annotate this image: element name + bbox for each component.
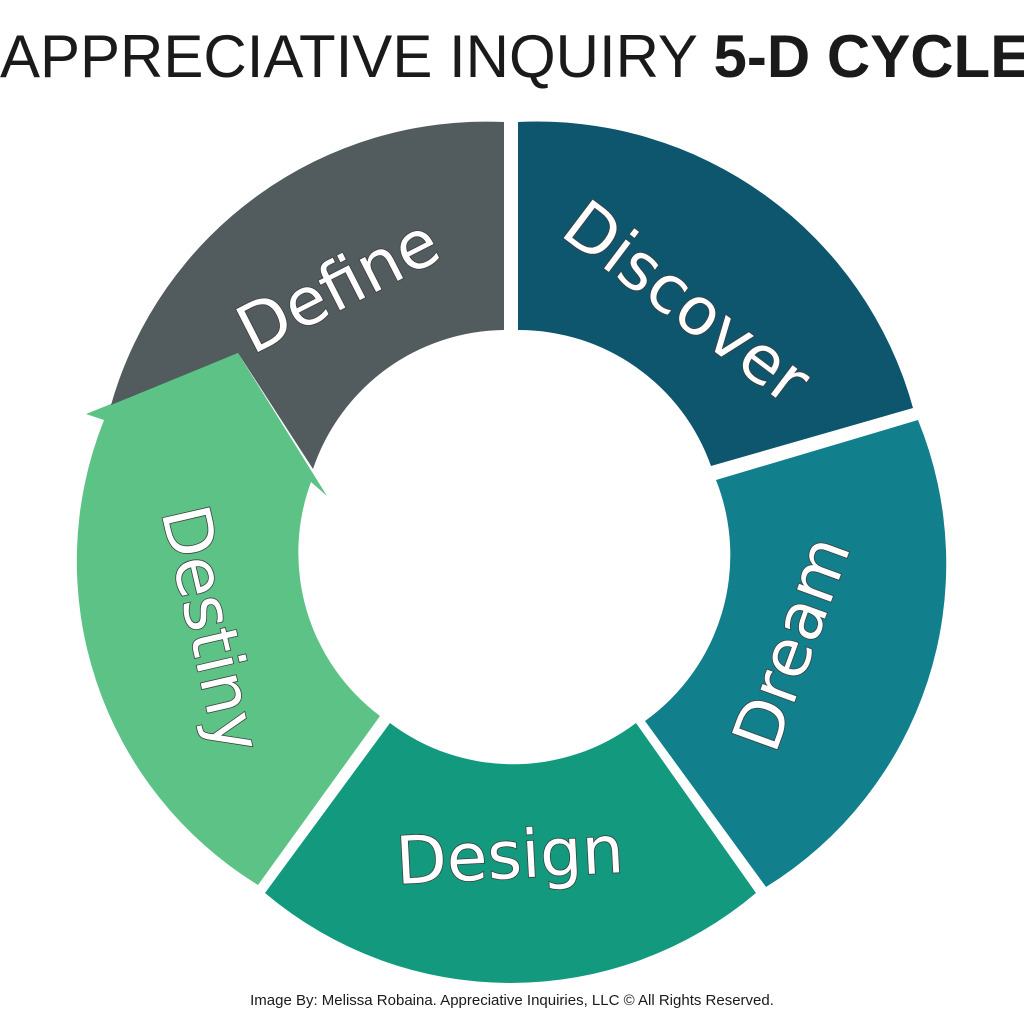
segment-define bbox=[111, 121, 504, 470]
segment-destiny bbox=[76, 353, 380, 885]
image-credit: Image By: Melissa Robaina. Appreciative … bbox=[250, 992, 774, 1009]
segment-design bbox=[265, 723, 756, 983]
diagram-title: APPRECIATIVE INQUIRY 5-D CYCLE bbox=[0, 22, 1024, 91]
title-light: APPRECIATIVE INQUIRY bbox=[0, 23, 697, 90]
label-design: Design bbox=[394, 811, 626, 900]
title-bold: 5-D CYCLE bbox=[713, 23, 1024, 90]
segment-dream bbox=[645, 420, 947, 887]
segment-discover bbox=[518, 121, 913, 466]
